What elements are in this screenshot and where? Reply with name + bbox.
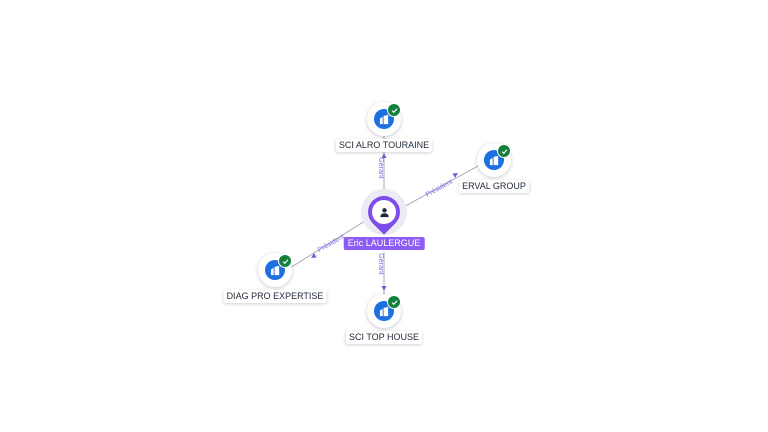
edge-arrow-erval [452, 173, 458, 178]
company-name-label[interactable]: ERVAL GROUP [459, 180, 529, 193]
person-icon [372, 200, 396, 224]
verified-check-icon [497, 144, 511, 158]
verified-check-icon [387, 295, 401, 309]
verified-check-icon [387, 103, 401, 117]
edge-arrow-diag [311, 253, 317, 258]
edge-president-diag [289, 218, 369, 269]
verified-check-icon [278, 254, 292, 268]
edge-label-erval: Président [425, 178, 454, 198]
edge-arrow-sci-alro [381, 153, 387, 158]
edge-label-top-house: Gérant [377, 253, 384, 274]
person-name-label[interactable]: Eric LAULERGUE [343, 237, 425, 250]
edge-arrow-top-house [381, 286, 387, 291]
edge-label-sci-alro: Gérant [377, 157, 384, 178]
edge-label-diag: Président [317, 233, 346, 254]
edge-president-erval [399, 165, 479, 210]
company-name-label[interactable]: SCI ALRO TOURAINE [335, 139, 433, 152]
company-name-label[interactable]: DIAG PRO EXPERTISE [223, 290, 327, 303]
company-name-label[interactable]: SCI TOP HOUSE [345, 331, 423, 344]
